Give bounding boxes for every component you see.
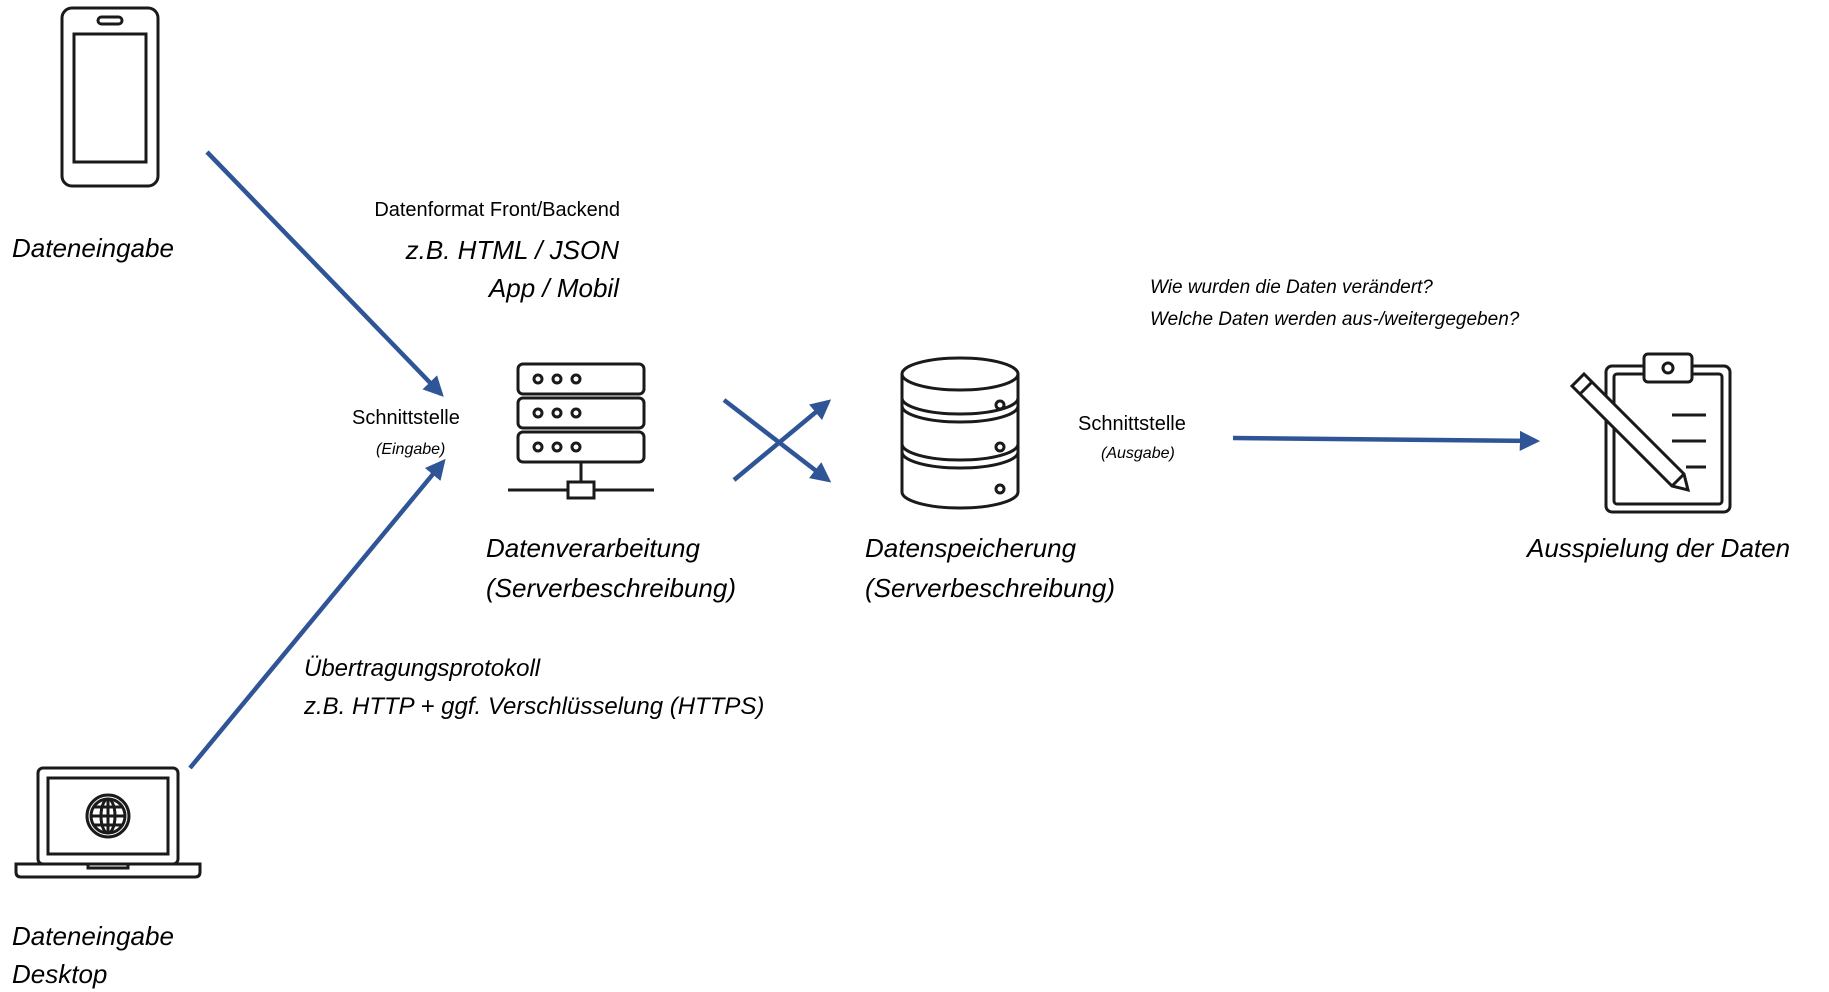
desktop-label-line1: Dateneingabe	[12, 921, 174, 951]
phone-label: Dateneingabe	[12, 233, 174, 263]
arrow-processing-to-storage	[732, 399, 832, 482]
interface-in-title: Schnittstelle	[352, 407, 460, 429]
format-example-2: App / Mobil	[488, 273, 619, 303]
database-icon	[900, 356, 1020, 510]
processing-sub: (Serverbeschreibung)	[486, 573, 737, 603]
desktop-label-line2: Desktop	[12, 959, 108, 989]
clipboard-pencil-icon	[1569, 352, 1732, 514]
flow-arrows	[188, 150, 1541, 770]
smartphone-icon	[60, 6, 160, 188]
arrow-storage-to-processing	[722, 398, 832, 483]
format-example-1: z.B. HTML / JSON	[405, 235, 619, 265]
laptop-globe-icon	[14, 766, 202, 879]
question-2: Welche Daten werden aus-/weitergegeben?	[1150, 309, 1520, 330]
arrow-phone-to-interface	[205, 150, 444, 397]
arrow-interface-to-output	[1232, 430, 1541, 451]
storage-sub: (Serverbeschreibung)	[865, 573, 1116, 603]
protocol-example: z.B. HTTP + ggf. Verschlüsselung (HTTPS)	[304, 693, 765, 720]
processing-title: Datenverarbeitung	[486, 533, 700, 563]
interface-out-title: Schnittstelle	[1078, 413, 1186, 435]
protocol-title: Übertragungsprotokoll	[304, 655, 541, 682]
format-title: Datenformat Front/Backend	[374, 199, 620, 221]
interface-in-sub: (Eingabe)	[376, 441, 446, 458]
output-label: Ausspielung der Daten	[1527, 533, 1791, 563]
storage-title: Datenspeicherung	[865, 533, 1077, 563]
question-1: Wie wurden die Daten verändert?	[1150, 277, 1433, 298]
arrow-desktop-to-interface	[188, 458, 446, 770]
interface-out-sub: (Ausgabe)	[1101, 445, 1175, 462]
server-icon	[508, 362, 654, 500]
